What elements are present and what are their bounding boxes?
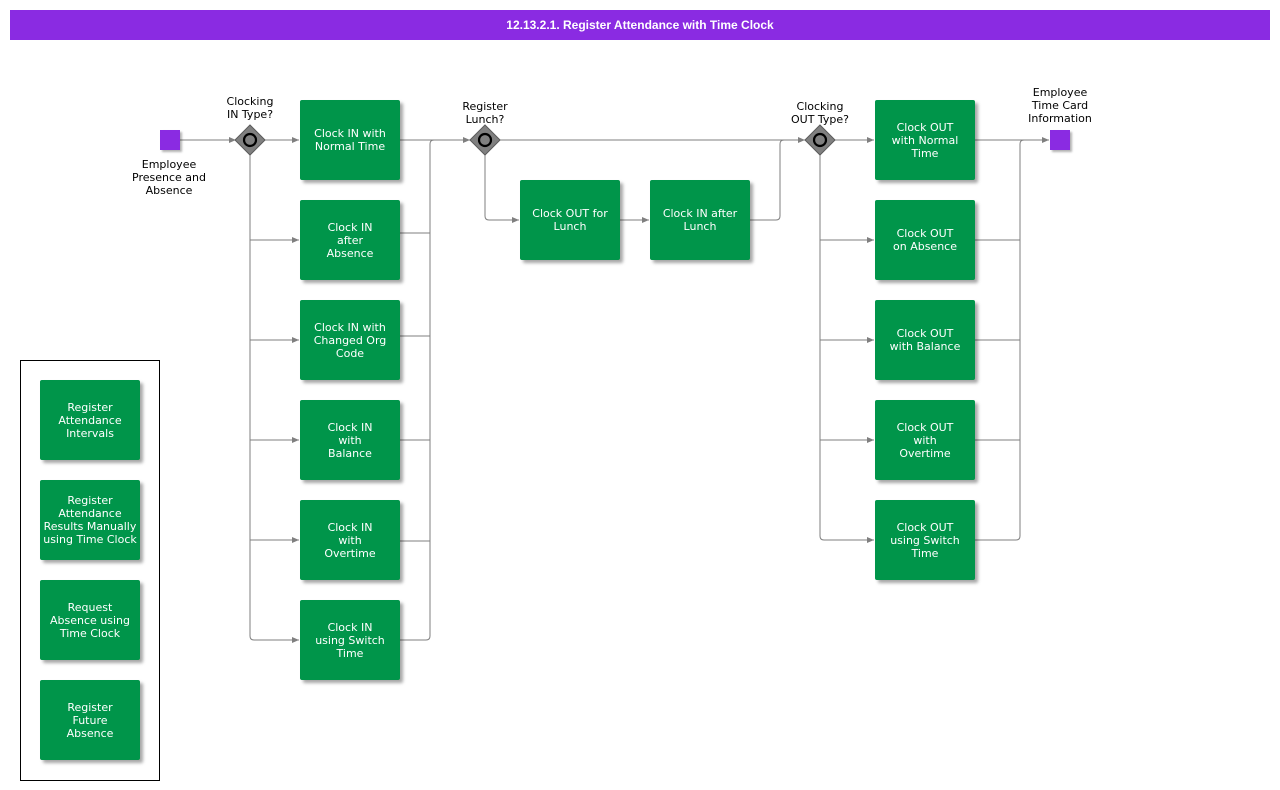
start-event-label: Employee Presence and Absence — [132, 158, 206, 197]
gateway-register-lunch[interactable] — [469, 124, 501, 156]
start-event[interactable] — [160, 130, 180, 150]
flow-clockout-branch-trunk — [819, 154, 874, 543]
task-clock-in-after-absence[interactable]: Clock IN after Absence — [300, 200, 400, 280]
flow-clockin-merge-trunk — [400, 139, 435, 641]
task-clock-in-changed-org-code[interactable]: Clock IN with Changed Org Code — [300, 300, 400, 380]
gateway-clocking-in-type[interactable] — [234, 124, 266, 156]
flow-lunch-return — [750, 139, 785, 221]
task-register-future-absence[interactable]: Register Future Absence — [40, 680, 140, 760]
task-clock-out-with-overtime[interactable]: Clock OUT with Overtime — [875, 400, 975, 480]
task-clock-out-switch-time[interactable]: Clock OUT using Switch Time — [875, 500, 975, 580]
flow-clockin-branch-trunk — [249, 154, 299, 641]
end-event-label: Employee Time Card Information — [1028, 86, 1092, 125]
gateway-clocking-in-label: Clocking IN Type? — [226, 95, 274, 121]
gateway-clocking-out-label: Clocking OUT Type? — [790, 100, 850, 126]
task-clock-in-after-lunch[interactable]: Clock IN after Lunch — [650, 180, 750, 260]
task-clock-out-normal-time[interactable]: Clock OUT with Normal Time — [875, 100, 975, 180]
task-clock-out-on-absence[interactable]: Clock OUT on Absence — [875, 200, 975, 280]
task-register-attendance-results-manually[interactable]: Register Attendance Results Manually usi… — [40, 480, 140, 560]
task-clock-out-with-balance[interactable]: Clock OUT with Balance — [875, 300, 975, 380]
flow-to-clock-out-lunch — [484, 154, 519, 223]
task-clock-in-switch-time[interactable]: Clock IN using Switch Time — [300, 600, 400, 680]
task-clock-in-normal-time[interactable]: Clock IN with Normal Time — [300, 100, 400, 180]
task-clock-out-for-lunch[interactable]: Clock OUT for Lunch — [520, 180, 620, 260]
task-clock-in-with-balance[interactable]: Clock IN with Balance — [300, 400, 400, 480]
diagram-title: 12.13.2.1. Register Attendance with Time… — [10, 10, 1270, 40]
task-clock-in-with-overtime[interactable]: Clock IN with Overtime — [300, 500, 400, 580]
end-event[interactable] — [1050, 130, 1070, 150]
gateway-clocking-out-type[interactable] — [804, 124, 836, 156]
gateway-register-lunch-label: Register Lunch? — [462, 100, 508, 126]
task-request-absence-time-clock[interactable]: Request Absence using Time Clock — [40, 580, 140, 660]
task-register-attendance-intervals[interactable]: Register Attendance Intervals — [40, 380, 140, 460]
flow-clockout-merge-trunk — [975, 139, 1025, 541]
